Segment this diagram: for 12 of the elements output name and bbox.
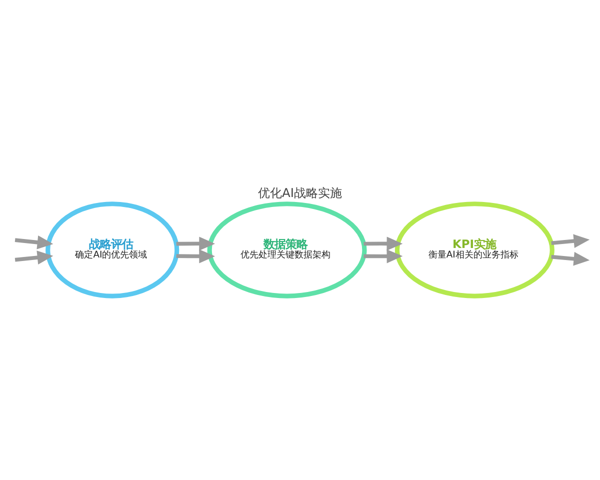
- arrow: [14, 250, 54, 264]
- arrow: [176, 249, 215, 264]
- arrow: [14, 235, 54, 250]
- diagram-title: 优化AI战略实施: [258, 186, 342, 200]
- arrow: [364, 249, 403, 264]
- node-ellipse: KPI实施 衡量AI相关的业务指标: [394, 202, 554, 298]
- arrow: [364, 236, 403, 251]
- arrow: [551, 252, 590, 266]
- node-ellipse: 数据策略 优先处理关键数据架构: [207, 202, 367, 298]
- arrow: [176, 236, 215, 251]
- arrow: [551, 234, 590, 248]
- node-ellipse: 战略评估 确定AI的优先领域: [46, 202, 180, 298]
